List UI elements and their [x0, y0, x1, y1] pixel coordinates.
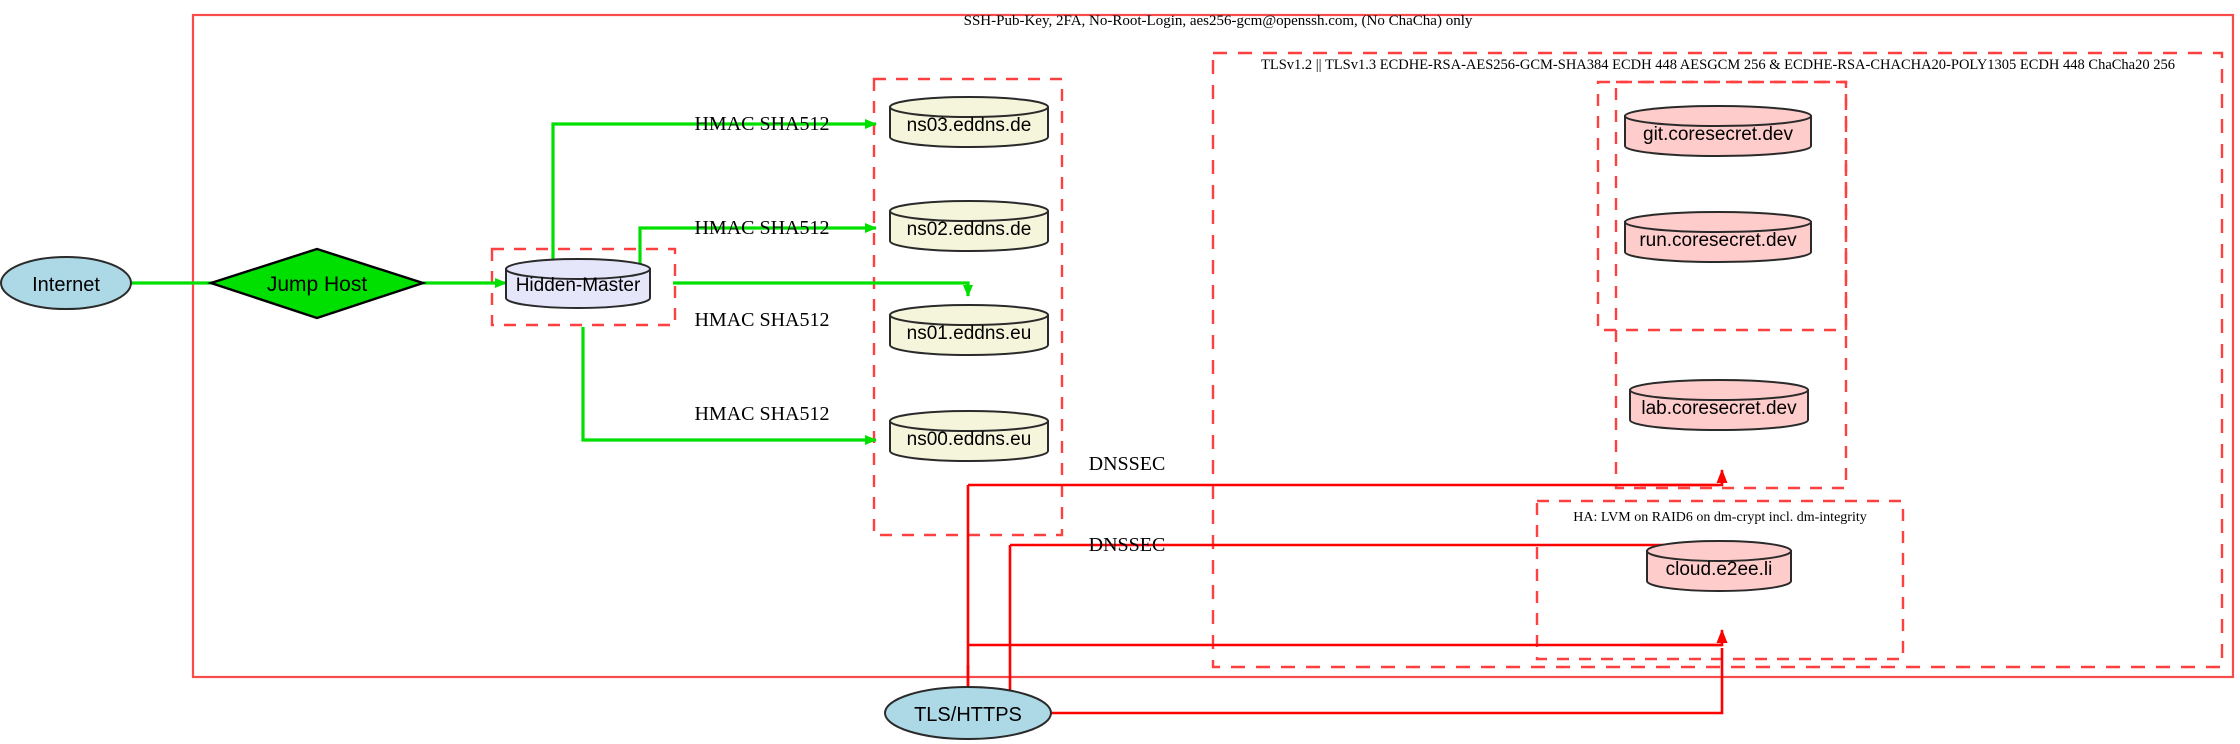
node-git-coresecret[interactable]: git.coresecret.dev [1624, 105, 1812, 157]
node-run-coresecret-label: run.coresecret.dev [1639, 230, 1797, 251]
node-git-coresecret-label: git.coresecret.dev [1643, 124, 1793, 145]
edge-label-dnssec-lower: DNSSEC [1089, 534, 1166, 556]
edge-label-dnssec-upper: DNSSEC [1089, 453, 1166, 475]
node-lab-coresecret[interactable]: lab.coresecret.dev [1629, 379, 1809, 431]
cluster-hidden-master-box [490, 247, 677, 327]
node-cloud-e2ee-label: cloud.e2ee.li [1666, 559, 1773, 580]
node-ns03-label: ns03.eddns.de [907, 115, 1032, 136]
node-hidden-master-label: Hidden-Master [516, 275, 641, 296]
node-ns03[interactable]: ns03.eddns.de [889, 96, 1049, 148]
node-internet-label: Internet [32, 274, 100, 296]
cluster-coresecret-box [1596, 80, 1848, 332]
edge-dnssec-lower-arrow [1640, 629, 1728, 647]
cluster-ha-box [1535, 499, 1905, 661]
cluster-ssh-label: SSH-Pub-Key, 2FA, No-Root-Login, aes256-… [964, 13, 1473, 29]
node-ns02-label: ns02.eddns.de [907, 219, 1032, 240]
node-tls-https-label: TLS/HTTPS [914, 704, 1022, 726]
cluster-ha-label: HA: LVM on RAID6 on dm-crypt incl. dm-in… [1573, 510, 1866, 525]
cluster-tls-label: TLSv1.2 || TLSv1.3 ECDHE-RSA-AES256-GCM-… [1261, 57, 2175, 73]
node-cloud-e2ee[interactable]: cloud.e2ee.li [1646, 540, 1792, 592]
node-jump-host[interactable]: Jump Host [207, 247, 427, 320]
node-ns01-label: ns01.eddns.eu [907, 323, 1032, 344]
cluster-ssh-box [191, 13, 2235, 679]
edge-hiddenmaster-to-ns01 [673, 281, 973, 297]
node-hidden-master[interactable]: Hidden-Master [505, 258, 651, 309]
edge-dnssec-upper-arrow [1640, 469, 1728, 487]
node-ns01[interactable]: ns01.eddns.eu [889, 304, 1049, 356]
edge-hiddenmaster-to-ns03 [551, 119, 877, 268]
edge-label-hmac-ns01: HMAC SHA512 [694, 309, 829, 331]
node-ns00[interactable]: ns00.eddns.eu [889, 410, 1049, 462]
edge-tls-https-right [1051, 648, 1724, 715]
edge-label-hmac-ns02: HMAC SHA512 [694, 217, 829, 239]
edge-label-hmac-ns00: HMAC SHA512 [694, 403, 829, 425]
node-internet[interactable]: Internet [0, 256, 132, 310]
node-ns02[interactable]: ns02.eddns.de [889, 200, 1049, 252]
node-lab-coresecret-label: lab.coresecret.dev [1641, 398, 1797, 419]
edge-hiddenmaster-to-ns00 [581, 327, 877, 445]
cluster-tls-box [1211, 51, 2224, 669]
node-run-coresecret[interactable]: run.coresecret.dev [1624, 211, 1812, 263]
node-tls-https[interactable]: TLS/HTTPS [884, 686, 1052, 740]
node-jump-host-label: Jump Host [267, 273, 368, 296]
cluster-coresecret-outer-box [1614, 80, 1848, 490]
edge-hiddenmaster-to-ns02 [638, 223, 877, 268]
edge-label-hmac-ns03: HMAC SHA512 [694, 113, 829, 135]
node-ns00-label: ns00.eddns.eu [907, 429, 1032, 450]
